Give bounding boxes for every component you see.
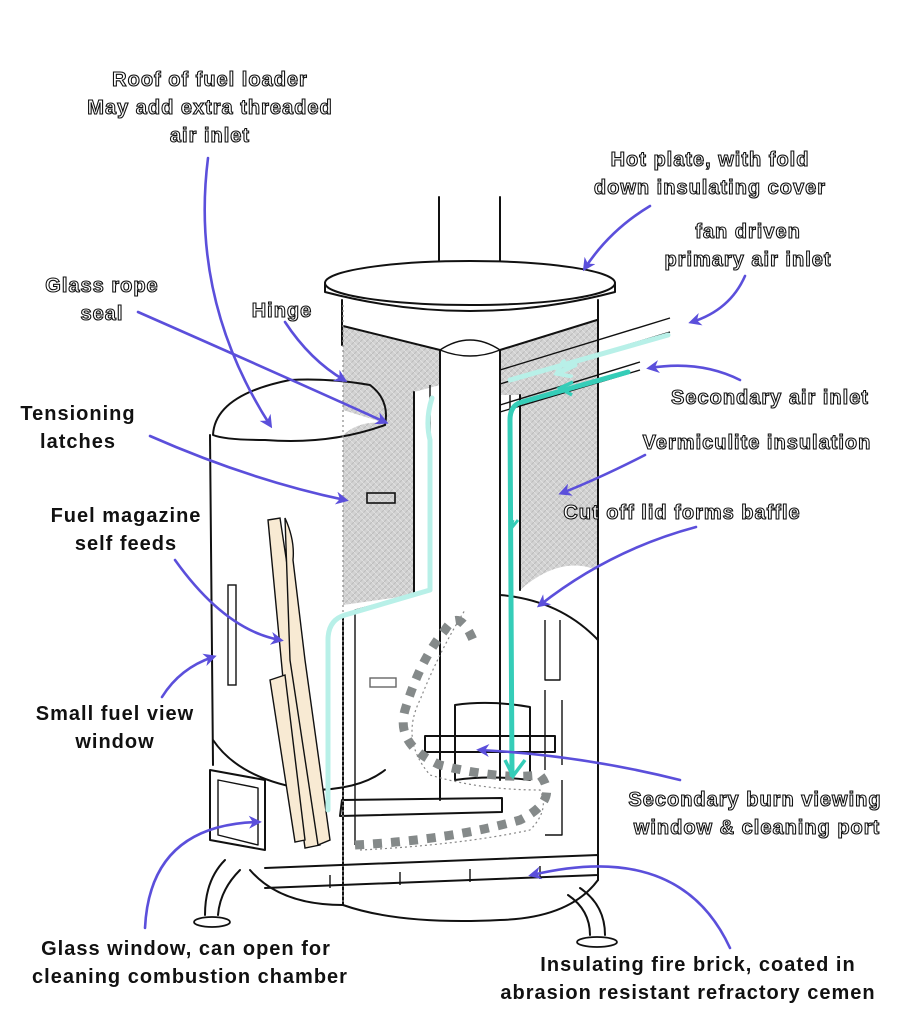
label-line: latches — [40, 431, 116, 453]
label-line: Secondary air inlet — [671, 387, 869, 409]
label-secondary-burn-window: Secondary burn viewing window & cleaning… — [628, 788, 881, 839]
label-line: Insulating fire brick, coated in — [540, 954, 855, 976]
label-line: self feeds — [75, 533, 177, 555]
label-line: Secondary burn viewing — [628, 789, 881, 811]
arrow-fuel-magazine — [173, 558, 284, 645]
label-line: Vermiculite insulation — [643, 432, 872, 454]
smoke-path — [354, 616, 552, 850]
arrow-glass-window — [143, 815, 262, 930]
arrow-hinge — [283, 320, 348, 382]
arrow-secondary-burn-window — [476, 743, 682, 782]
label-line: seal — [81, 303, 124, 325]
arrow-fan-primary-air — [688, 274, 747, 326]
label-line: fan driven — [695, 221, 801, 243]
label-line: Roof of fuel loader — [112, 69, 308, 91]
stove-legs — [193, 859, 618, 948]
vermiculite-left — [343, 326, 440, 605]
label-glass-window: Glass window, can open for cleaning comb… — [32, 938, 348, 988]
label-line: Hinge — [252, 300, 313, 322]
label-fuel-magazine: Fuel magazine self feeds — [51, 505, 202, 555]
arrow-hot-plate — [582, 204, 652, 272]
label-line: window — [74, 731, 154, 753]
label-secondary-air-inlet: Secondary air inlet — [670, 386, 869, 409]
label-line: Hot plate, with fold — [611, 149, 810, 171]
label-glass-rope-seal: Glass rope seal — [45, 274, 158, 325]
arrow-secondary-air — [646, 360, 742, 382]
hot-plate — [324, 260, 616, 312]
label-line: window & cleaning port — [633, 817, 880, 839]
label-vermiculite-insulation: Vermiculite insulation — [642, 431, 872, 454]
arrow-glass-rope-seal — [136, 310, 389, 425]
label-line: Glass rope — [45, 275, 158, 297]
callout-arrows — [136, 156, 747, 950]
small-fuel-view-window — [227, 584, 237, 686]
arrow-vermiculite — [558, 453, 647, 496]
label-line: Cut off lid forms baffle — [563, 502, 800, 524]
label-hinge: Hinge — [251, 299, 313, 322]
arrow-cut-off-lid — [536, 525, 698, 608]
label-line: May add extra threaded — [87, 97, 332, 119]
glass-window — [209, 769, 266, 851]
label-tensioning-latches: Tensioning latches — [20, 403, 135, 453]
fuel-wood — [267, 517, 331, 849]
primary-air-flow — [325, 332, 671, 813]
labels: Roof of fuel loader May add extra thread… — [20, 68, 881, 1004]
label-fan-primary-air: fan driven primary air inlet — [664, 220, 831, 271]
label-line: Glass window, can open for — [41, 938, 331, 960]
label-small-fuel-view-window: Small fuel view window — [36, 703, 194, 753]
label-line: cleaning combustion chamber — [32, 966, 348, 988]
arrow-small-fuel-window — [160, 653, 217, 699]
label-insulating-fire-brick: Insulating fire brick, coated in abrasio… — [500, 954, 875, 1004]
arrow-fire-brick — [528, 865, 732, 950]
label-line: air inlet — [170, 125, 250, 147]
flue-pipe — [438, 196, 501, 271]
secondary-air-flow — [507, 369, 631, 778]
label-cut-off-lid: Cut off lid forms baffle — [563, 501, 800, 524]
tensioning-latch — [366, 492, 396, 504]
stove-body — [193, 196, 671, 948]
label-hot-plate: Hot plate, with fold down insulating cov… — [593, 148, 826, 199]
secondary-burn-window — [424, 701, 556, 781]
label-line: abrasion resistant refractory cemen — [500, 982, 875, 1004]
arrow-tensioning-latches — [148, 434, 349, 505]
label-line: down insulating cover — [594, 177, 826, 199]
arrow-roof-of-fuel-loader — [203, 156, 273, 429]
tensioning-latch-lower — [369, 677, 397, 688]
label-line: primary air inlet — [664, 249, 831, 271]
label-roof-of-fuel-loader: Roof of fuel loader May add extra thread… — [87, 68, 333, 147]
label-line: Small fuel view — [36, 703, 194, 725]
label-line: Fuel magazine — [51, 505, 202, 527]
label-line: Tensioning — [20, 403, 135, 425]
